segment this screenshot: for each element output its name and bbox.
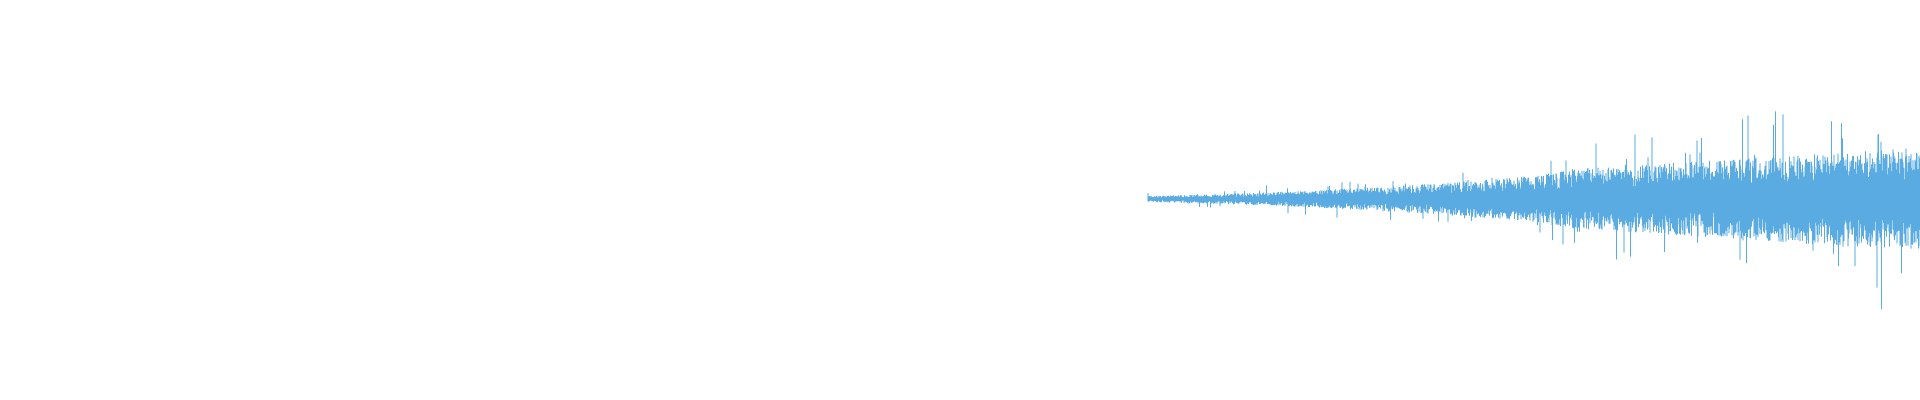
waveform-trace bbox=[1147, 111, 1920, 310]
